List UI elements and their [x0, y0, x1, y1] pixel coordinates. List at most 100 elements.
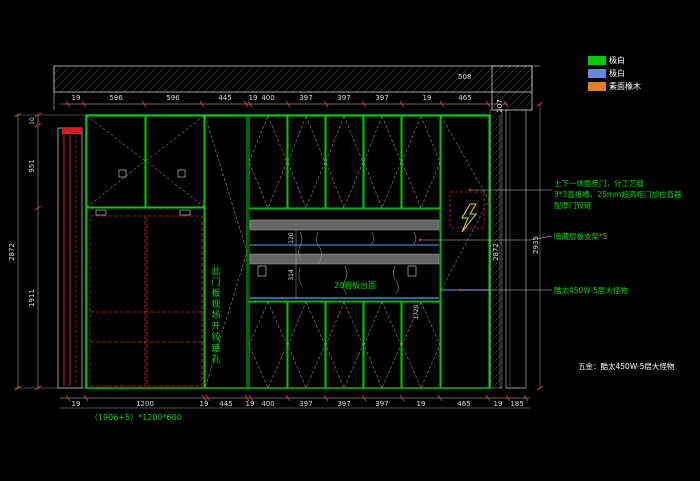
dim-right-2872: 2872	[492, 243, 500, 261]
vertical-note-char: 板	[211, 287, 220, 299]
dim-inner-1720: 1720	[413, 304, 420, 319]
dim-top-397c: 397	[375, 94, 388, 102]
legend-label-1: 极白	[609, 55, 625, 65]
upper-left-door-diagonals	[86, 115, 205, 208]
dim-top-596a: 596	[109, 94, 123, 102]
dim-top-207: 207	[496, 99, 504, 112]
dim-508: 508	[458, 73, 471, 81]
dim-top-397a: 397	[299, 94, 312, 102]
lower-right-doors	[248, 301, 441, 389]
upper-left-door-2	[145, 115, 205, 208]
right-dim-ticks	[536, 101, 544, 391]
dim-left-951: 951	[28, 159, 36, 172]
legend-swatch-3	[588, 81, 606, 91]
dim-bot-185: 185	[510, 400, 523, 408]
annotation-note1-line1: 上下一体整柜门，分工艺缝	[554, 178, 644, 188]
bottom-dim-ticks	[65, 394, 529, 402]
dim-bot-445: 445	[219, 400, 232, 408]
lightning-icon	[461, 203, 478, 233]
legend-swatch-2	[588, 68, 606, 78]
beam-drop	[491, 65, 533, 111]
dim-left-1911: 1911	[28, 289, 36, 307]
right-tall-section	[440, 115, 490, 389]
dim-left-2872: 2872	[8, 243, 16, 261]
fridge-red-lines	[89, 215, 203, 387]
fridge-opening	[86, 207, 205, 389]
dim-top-19c: 19	[423, 94, 432, 102]
dim-bot-1200: 1200	[136, 400, 154, 408]
legend-item-1: 极白	[588, 54, 698, 66]
wine-rack-mid	[249, 253, 440, 265]
label-countertop: 20岩板台面	[334, 280, 376, 290]
annotation-note4: 五金：酷太450W-5层大怪物	[578, 361, 675, 371]
legend-label-2: 极白	[609, 68, 625, 78]
legend-label-3: 素面橡木	[609, 81, 641, 91]
vertical-note-char: 此	[211, 265, 220, 277]
vertical-note-char: 开	[211, 321, 220, 332]
dim-inner-314: 314	[288, 269, 295, 281]
dim-bot-397a: 397	[299, 400, 312, 408]
dim-top-596b: 596	[166, 94, 180, 102]
wine-glass-sketches	[298, 231, 417, 295]
bottom-formula: （1906+5）*1200*600	[90, 413, 182, 422]
appliance-box	[449, 191, 485, 229]
annotation-leaders	[420, 189, 553, 291]
dim-top-400: 400	[261, 94, 274, 102]
left-top-cap	[62, 128, 82, 134]
open-shelf-zone	[248, 208, 441, 302]
annotation-note3: 酷太450W-5层大怪物	[554, 285, 628, 295]
glass-item-2	[257, 265, 267, 277]
glass-item-1	[407, 265, 417, 277]
vertical-note-char: 孔	[211, 354, 220, 365]
annotation-note1-line2: 3*3直接槽，25mm超高柜门加拉直器	[554, 189, 682, 199]
vertical-note-char: 铰	[211, 331, 220, 343]
right-tall-diagonal	[440, 115, 490, 291]
annotation-note2: 暗藏层板支架*5	[554, 231, 608, 241]
dim-bot-19e: 19	[494, 400, 503, 408]
lower-right-diagonals	[248, 301, 441, 389]
dim-bot-19c: 19	[246, 400, 255, 408]
material-legend: 极白 极白 素面橡木	[588, 54, 698, 93]
dim-right-2935: 2935	[532, 236, 540, 254]
dim-inner-120: 120	[288, 232, 295, 244]
fridge-handle-2	[179, 209, 191, 216]
handle-marker-1	[118, 169, 127, 178]
vertical-note-char: 场	[211, 310, 220, 321]
upper-right-doors	[248, 115, 441, 209]
dim-bot-19d: 19	[417, 400, 426, 408]
top-dim-ticks	[65, 100, 509, 108]
left-dim-ticks	[14, 112, 42, 391]
annotation-note1-line3: 配厚门铰链	[554, 200, 592, 210]
tall-door-diagonal	[204, 115, 248, 389]
right-wall-band	[489, 109, 503, 389]
annotation-leader-dots	[418, 188, 472, 292]
vertical-note-char: 门	[211, 276, 220, 288]
legend-item-3: 素面橡木	[588, 80, 698, 92]
upper-right-diagonals	[248, 115, 441, 209]
legend-item-2: 极白	[588, 67, 698, 79]
upper-left-door-1	[86, 115, 146, 208]
dim-left-10: 10	[29, 117, 36, 125]
wine-rack-top	[249, 219, 440, 231]
dim-top-445: 445	[218, 94, 231, 102]
dim-top-19a: 19	[72, 94, 81, 102]
legend-swatch-1	[588, 55, 606, 65]
dim-bot-397b: 397	[337, 400, 350, 408]
dim-top-19b: 19	[249, 94, 258, 102]
vertical-note-char: 链	[211, 342, 220, 354]
right-end-panel	[505, 109, 527, 389]
dim-top-397b: 397	[337, 94, 350, 102]
dim-bot-400: 400	[261, 400, 274, 408]
dim-bot-397c: 397	[375, 400, 388, 408]
vertical-note-char: 现	[211, 299, 220, 310]
dim-bot-465: 465	[457, 400, 470, 408]
dim-bot-19b: 19	[200, 400, 209, 408]
dim-top-465: 465	[458, 94, 471, 102]
handle-marker-2	[177, 169, 186, 178]
ceiling-slab	[53, 65, 533, 93]
fridge-handle-1	[95, 209, 107, 216]
dim-bot-19a: 19	[72, 400, 81, 408]
